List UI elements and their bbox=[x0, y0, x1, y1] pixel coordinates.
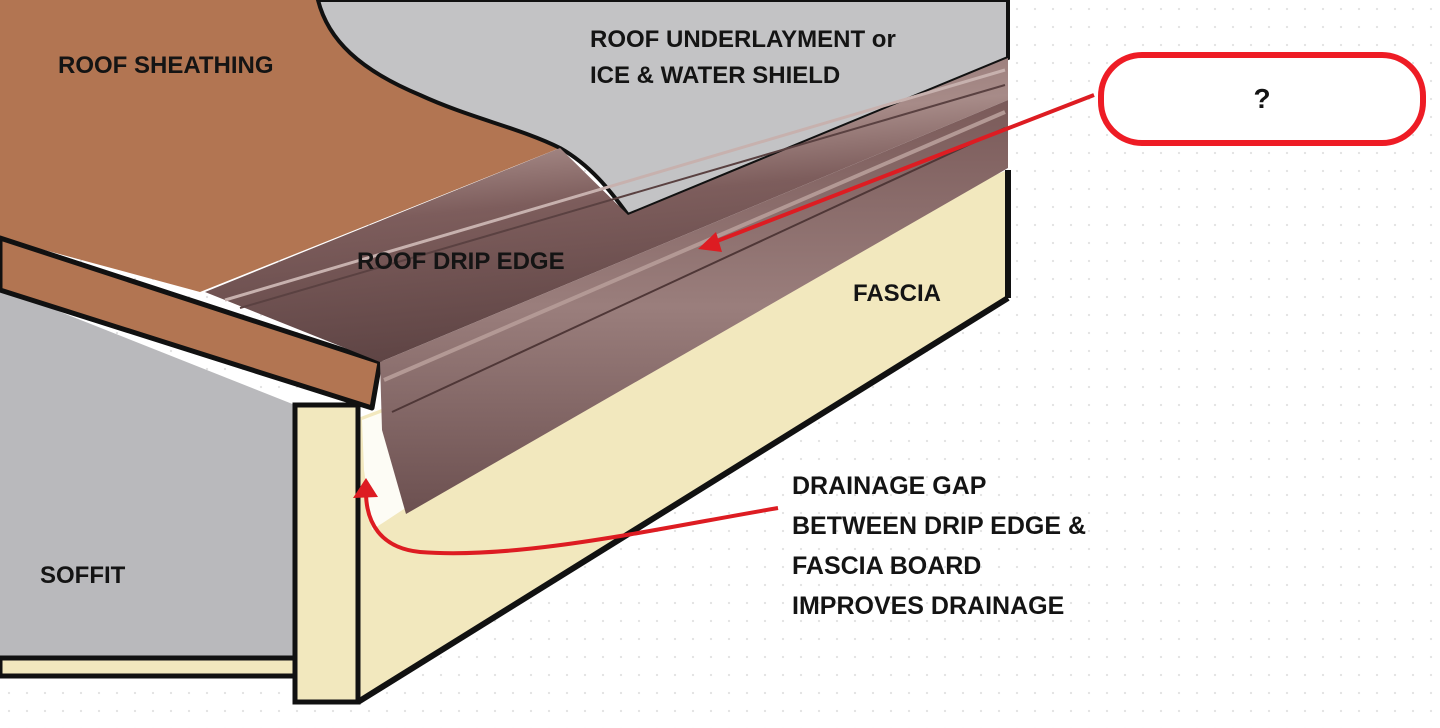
drip-edge-text: ROOF DRIP EDGE bbox=[357, 248, 565, 275]
drainage-line-4: IMPROVES DRAINAGE bbox=[792, 592, 1065, 620]
drip-edge-highlight bbox=[224, 68, 1006, 302]
fascia-text: FASCIA bbox=[853, 280, 942, 307]
roof-sheathing-surface bbox=[0, 0, 580, 292]
callout-arrow-line bbox=[711, 93, 1095, 245]
underlayment-sheet bbox=[315, 0, 1010, 218]
fascia-bottom-edge bbox=[356, 295, 1010, 705]
soffit-label: SOFFIT bbox=[40, 558, 125, 594]
bottom-trim bbox=[0, 655, 298, 679]
drip-edge-face-highlight bbox=[383, 110, 1006, 382]
roof-sheathing-text: ROOF SHEATHING bbox=[58, 52, 274, 79]
drip-edge-groove bbox=[239, 84, 1006, 309]
drainage-gap-label: DRAINAGE GAP BETWEEN DRIP EDGE & FASCIA … bbox=[792, 466, 1086, 626]
fascia-board bbox=[358, 170, 1008, 700]
drainage-line-2: BETWEEN DRIP EDGE & bbox=[792, 512, 1087, 540]
drip-edge-label: ROOF DRIP EDGE bbox=[357, 244, 565, 280]
fascia-end-cap bbox=[292, 402, 361, 705]
drainage-gap-arrow-line bbox=[364, 491, 779, 556]
roof-sheathing-label: ROOF SHEATHING bbox=[58, 48, 274, 84]
underlayment-line-2: ICE & WATER SHIELD bbox=[590, 62, 841, 89]
callout-text: ? bbox=[1253, 83, 1271, 114]
drainage-line-1: DRAINAGE GAP bbox=[792, 472, 987, 500]
soffit-text: SOFFIT bbox=[40, 562, 126, 589]
sheathing-edge bbox=[0, 235, 383, 411]
drip-edge-face-groove bbox=[391, 127, 1006, 413]
drip-edge-flange bbox=[205, 58, 1008, 362]
underlayment-line-1: ROOF UNDERLAYMENT or bbox=[590, 26, 896, 53]
drainage-gap-arrow-head bbox=[353, 478, 378, 498]
callout-box: ? bbox=[1098, 52, 1426, 146]
soffit-panel bbox=[0, 288, 295, 658]
drip-edge-face bbox=[380, 100, 1008, 514]
drainage-line-3: FASCIA BOARD bbox=[792, 552, 982, 580]
callout-arrow-head bbox=[698, 232, 722, 252]
underlayment-label: ROOF UNDERLAYMENT or ICE & WATER SHIELD bbox=[590, 22, 896, 94]
fascia-label: FASCIA bbox=[853, 276, 941, 312]
